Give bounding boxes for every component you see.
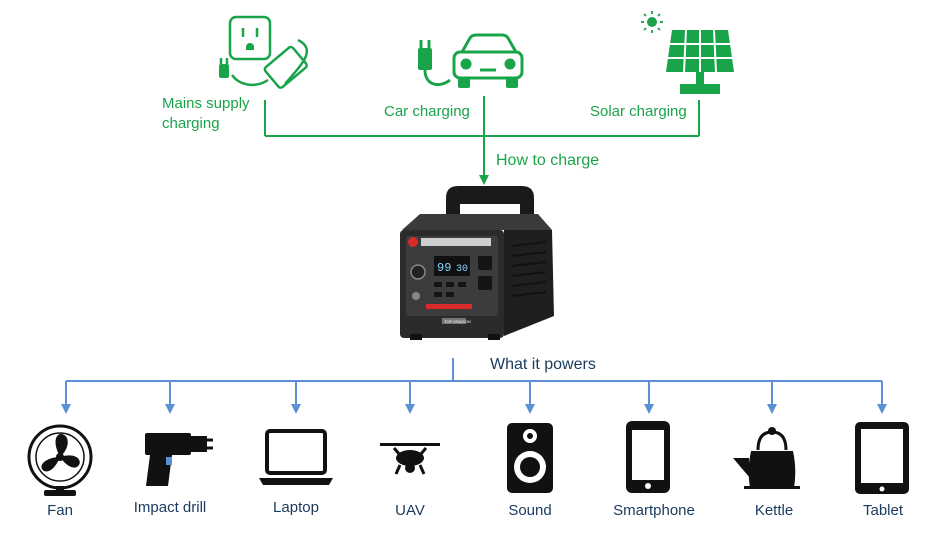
display-right-value: 30	[456, 264, 468, 275]
mains-charging-label: Mains supply charging	[162, 94, 250, 134]
kettle-icon	[733, 427, 800, 489]
tablet-icon	[855, 422, 909, 494]
product-badge: TOP DRAGON	[444, 319, 471, 324]
device-label-smartphone: Smartphone	[613, 502, 695, 519]
charge-connector-lines	[264, 96, 700, 185]
solar-charging-label: Solar charging	[590, 103, 687, 120]
device-label-fan: Fan	[47, 502, 73, 519]
device-label-laptop: Laptop	[273, 499, 319, 516]
fan-icon	[27, 424, 93, 496]
mains-label-line2: charging	[162, 115, 220, 132]
car-charging-label: Car charging	[384, 103, 470, 120]
mains-label-line1: Mains supply	[162, 95, 250, 112]
mains-outlet-adapter-icon	[219, 15, 309, 89]
how-to-charge-label: How to charge	[496, 152, 600, 169]
speaker-icon	[507, 423, 553, 493]
solar-panel-icon	[641, 11, 734, 94]
display-left-value: 99	[437, 261, 451, 275]
impact-drill-icon	[145, 433, 213, 486]
laptop-icon	[259, 429, 333, 485]
device-label-sound: Sound	[508, 502, 552, 519]
car-charger-icon	[418, 33, 524, 88]
power-station-image: 99 30 TOP DRAGON	[400, 186, 554, 340]
smartphone-icon	[626, 421, 670, 493]
drone-icon	[380, 443, 440, 475]
device-label-tablet: Tablet	[862, 502, 904, 519]
device-label-kettle: Kettle	[754, 502, 794, 519]
what-it-powers-label: What it powers	[490, 356, 596, 373]
device-label-uav: UAV	[395, 502, 425, 519]
power-connector-lines	[61, 358, 887, 414]
device-label-impact-drill: Impact drill	[133, 499, 207, 516]
